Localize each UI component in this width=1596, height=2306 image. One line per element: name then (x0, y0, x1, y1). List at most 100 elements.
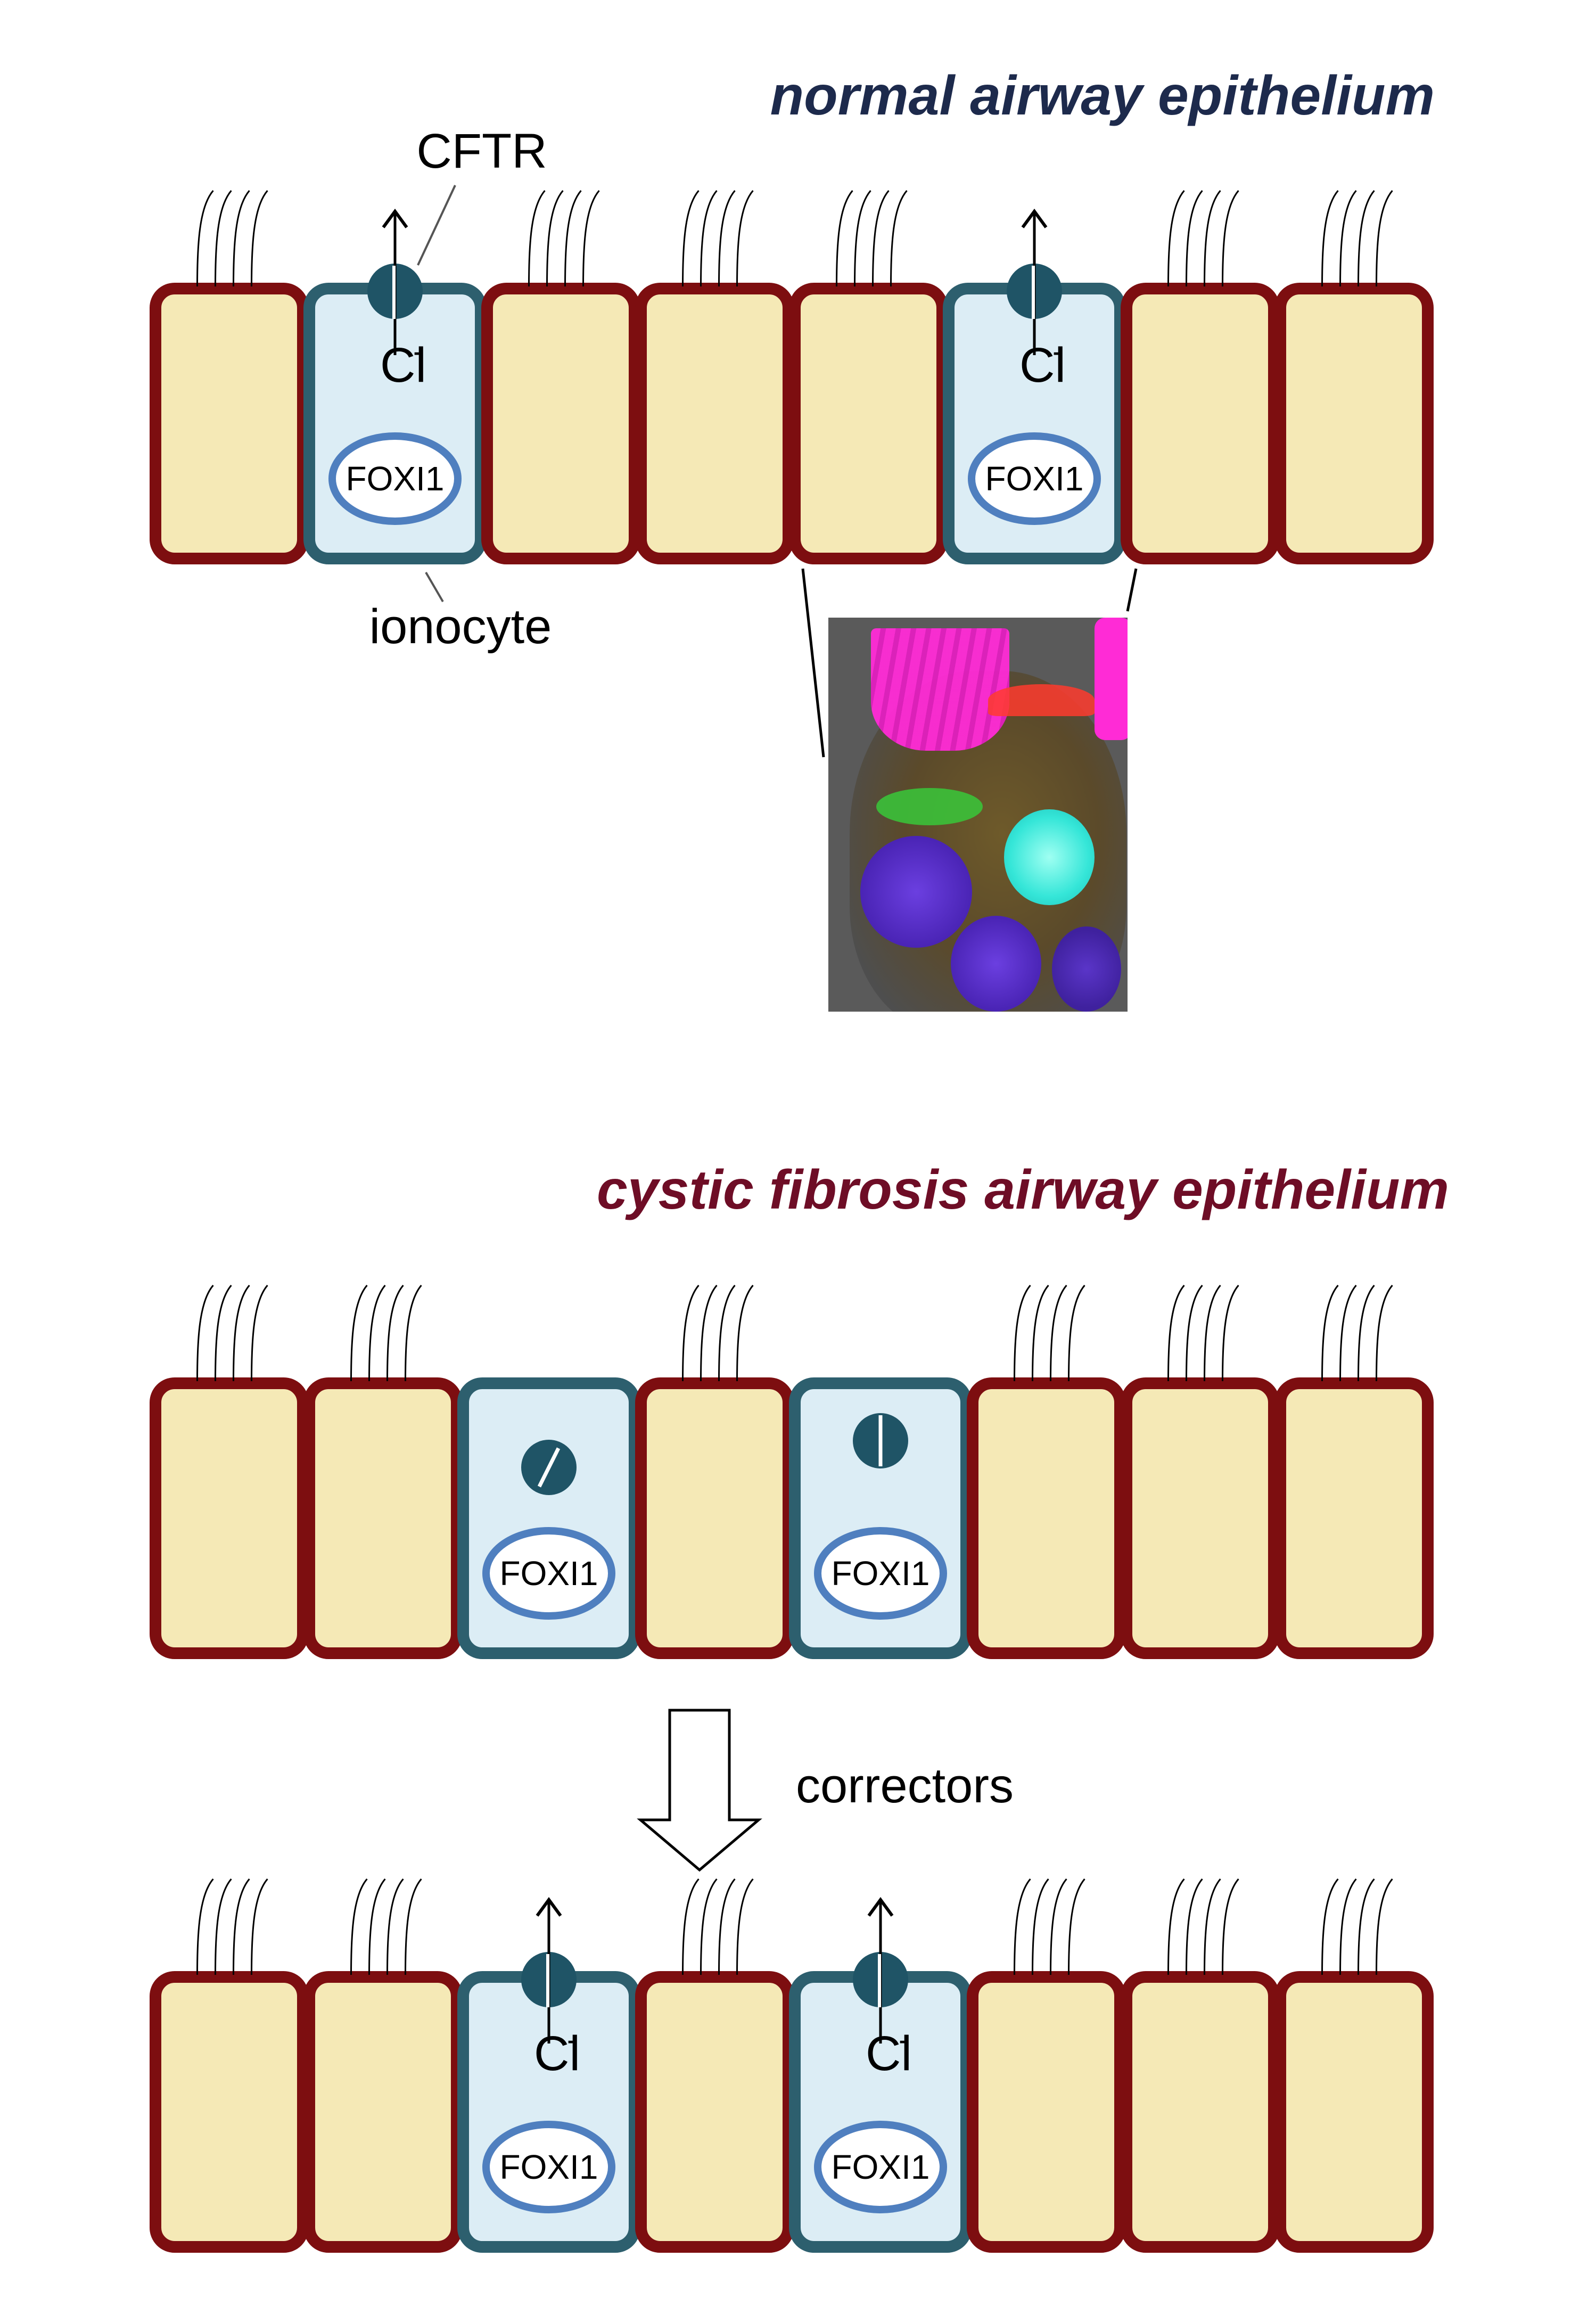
cilium (1014, 1285, 1031, 1382)
cilium (836, 190, 853, 287)
cilium (682, 1878, 700, 1975)
cilium (1014, 1878, 1031, 1975)
ciliated-cell (303, 1377, 463, 1659)
cilium (405, 1878, 422, 1975)
foxi1-label: FOXI1 (500, 2148, 598, 2186)
cilium (233, 1878, 250, 1975)
ciliated-cell (635, 1377, 794, 1659)
apical-stain (988, 684, 1095, 716)
cilium (1186, 190, 1203, 287)
chloride-charge: - (1052, 333, 1063, 369)
cilium (368, 1878, 386, 1975)
arrowhead-icon (867, 1897, 894, 1917)
cilium (546, 190, 564, 287)
foxi1-nucleus (814, 1527, 947, 1620)
cilium (1222, 1878, 1239, 1975)
cilium (700, 190, 718, 287)
ciliated-cell (150, 1377, 309, 1659)
ciliated-cell (967, 1377, 1126, 1659)
ciliated-cell (1121, 1971, 1280, 2253)
green-cell-stain (876, 788, 983, 825)
cilium (1222, 1285, 1239, 1382)
ciliated-cell (635, 283, 794, 564)
cilium (1068, 1878, 1085, 1975)
cilium (251, 1285, 268, 1382)
cilium (854, 190, 871, 287)
cilium (1339, 1285, 1357, 1382)
chloride-charge: - (413, 333, 424, 369)
foxi1-nucleus (328, 432, 462, 525)
arrowhead-icon (536, 1897, 562, 1917)
ciliated-cell (1274, 283, 1434, 564)
ciliated-cell (150, 1971, 309, 2253)
foxi1-nucleus (968, 432, 1101, 525)
ciliated-cell (635, 1971, 794, 2253)
cilium (1050, 1878, 1067, 1975)
chloride-label: Cl (380, 338, 426, 392)
zoom-line-right (1126, 568, 1138, 612)
cilium (350, 1878, 368, 1975)
cilium (528, 190, 546, 287)
fluorescence-micrograph (828, 618, 1128, 1012)
cilium (1167, 1285, 1185, 1382)
cilium (872, 190, 890, 287)
cilium (1068, 1285, 1085, 1382)
cilium (736, 190, 754, 287)
ciliated-cell (1274, 1377, 1434, 1659)
correctors-arrow (637, 1709, 762, 1872)
cilium (1050, 1285, 1067, 1382)
chloride-label: Cl (1019, 338, 1066, 392)
foxi1-nucleus (814, 2121, 947, 2213)
chloride-charge: - (567, 2022, 578, 2057)
row-cf-epithelium: FOXI1 FOXI1 (150, 1285, 1434, 1659)
cftr-leader-line (417, 185, 456, 266)
cilium (718, 190, 736, 287)
cilia-stain (871, 628, 1009, 751)
foxi1-label: FOXI1 (832, 1554, 930, 1593)
foxi1-label: FOXI1 (832, 2148, 930, 2186)
cilium (1204, 190, 1221, 287)
zoom-line-left (801, 568, 825, 758)
channel-pore (537, 1447, 561, 1488)
cilium (1204, 1285, 1221, 1382)
ciliated-cell (789, 283, 948, 564)
ionocyte-label: ionocyte (369, 600, 552, 654)
ciliated-cell (150, 283, 309, 564)
cilium (682, 190, 700, 287)
cilium (215, 1285, 232, 1382)
correctors-label: correctors (796, 1759, 1014, 1813)
cilium (1321, 1878, 1339, 1975)
cilium (582, 190, 600, 287)
cilium (405, 1285, 422, 1382)
chloride-label: Cl (866, 2026, 912, 2081)
cilium (350, 1285, 368, 1382)
chloride-charge: - (899, 2022, 909, 2057)
title-cystic-fibrosis: cystic fibrosis airway epithelium (597, 1159, 1449, 1221)
cftr-label: CFTR (416, 124, 547, 178)
cilium (215, 1878, 232, 1975)
cilium (1358, 190, 1375, 287)
ciliated-cell (303, 1971, 463, 2253)
cilium (1321, 190, 1339, 287)
foxi1-label: FOXI1 (346, 459, 445, 498)
cilium (233, 1285, 250, 1382)
foxi1-label: FOXI1 (985, 459, 1084, 498)
cilium (718, 1285, 736, 1382)
foxi1-label: FOXI1 (500, 1554, 598, 1593)
cilium (233, 190, 250, 287)
cilium (1032, 1285, 1049, 1382)
cilium (1376, 1878, 1393, 1975)
cilium (386, 1878, 404, 1975)
cilium (1339, 1878, 1357, 1975)
cilium (718, 1878, 736, 1975)
cilium (736, 1878, 754, 1975)
cilium (1186, 1285, 1203, 1382)
cilium (251, 190, 268, 287)
cilium (1167, 190, 1185, 287)
cilium (890, 190, 908, 287)
foxi1-nucleus-stain (1004, 809, 1095, 905)
cilium (1376, 1285, 1393, 1382)
ciliated-cell (481, 283, 640, 564)
